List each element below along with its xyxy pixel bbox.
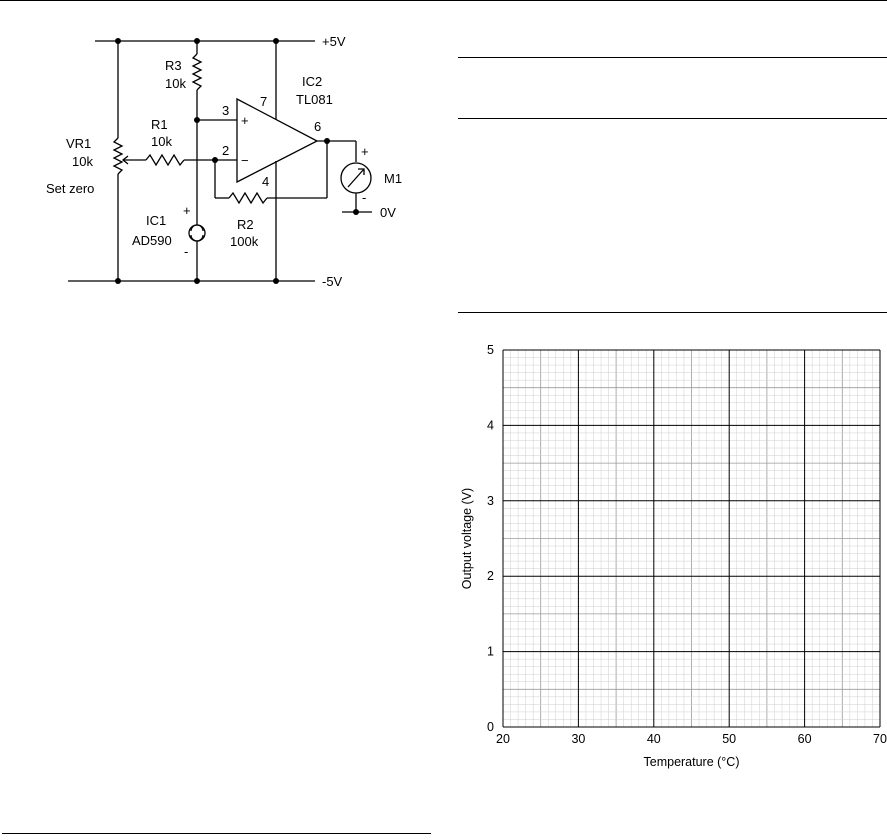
pin-7: 7 [260,94,267,109]
vr1-value: 10k [72,154,93,169]
answer-line [458,57,887,58]
opamp-plus: + [241,113,249,128]
vr1-resistor [112,137,124,175]
rail-pos-label: +5V [322,34,346,49]
ic1-plus: + [183,203,191,218]
circuit-schematic: +5V -5V 0V R3 10k R1 10k R2 100k VR1 10k… [46,34,402,289]
x-tick-labels: 20 30 40 50 60 70 [496,732,887,746]
meter-plus: + [361,144,369,159]
r1-resistor [145,153,185,167]
r2-label: R2 [237,217,254,232]
x-axis-label: Temperature (°C) [644,755,740,769]
pin-3: 3 [222,103,229,118]
junction-dot [194,38,200,44]
junction-dot [273,278,279,284]
y-tick-label: 3 [487,494,494,508]
x-tick-label: 70 [873,732,887,746]
top-border [0,0,887,1]
r2-resistor [228,191,268,205]
answer-line [458,118,887,119]
vr1-note: Set zero [46,181,94,196]
major-grid [502,349,881,728]
ic1-minus: - [184,244,188,259]
junction-dot [212,157,218,163]
r3-label: R3 [165,58,182,73]
y-tick-label: 5 [487,343,494,357]
vr1-label: VR1 [66,136,91,151]
pin-2: 2 [222,143,229,158]
ic2-opamp [236,97,319,184]
pin-4: 4 [262,174,269,189]
junction-dot [273,38,279,44]
x-tick-label: 60 [798,732,812,746]
graph-paper-chart: 20 30 40 50 60 70 0 1 2 3 4 5 Temperature (°C) Out… [460,343,887,769]
junction-dot [324,138,330,144]
minor-grid [503,350,880,727]
junction-dot [115,278,121,284]
ic2-value: TL081 [296,92,333,107]
y-tick-label: 1 [487,645,494,659]
junction-dot [194,117,200,123]
opamp-minus: − [241,153,249,168]
junction-dot [115,38,121,44]
x-tick-label: 20 [496,732,510,746]
r2-value: 100k [230,234,259,249]
r1-value: 10k [151,134,172,149]
pin-6: 6 [314,119,321,134]
r3-value: 10k [165,76,186,91]
ic1-label: IC1 [146,213,166,228]
meter-label: M1 [384,171,402,186]
ic2-label: IC2 [302,74,322,89]
answer-line [458,312,887,313]
y-tick-labels: 0 1 2 3 4 5 [487,343,494,734]
y-tick-label: 2 [487,569,494,583]
ground-label: 0V [380,205,396,220]
r1-label: R1 [151,117,168,132]
rail-neg-label: -5V [322,274,343,289]
junction-dot [194,278,200,284]
answer-line [2,833,431,834]
ic1-value: AD590 [132,233,172,248]
r3-resistor [191,53,203,91]
x-tick-label: 40 [647,732,661,746]
y-tick-label: 0 [487,720,494,734]
x-tick-label: 50 [722,732,736,746]
meter-minus: - [362,190,366,205]
junction-dot [353,209,359,215]
y-tick-label: 4 [487,418,494,432]
x-tick-label: 30 [571,732,585,746]
y-axis-label: Output voltage (V) [460,488,474,589]
